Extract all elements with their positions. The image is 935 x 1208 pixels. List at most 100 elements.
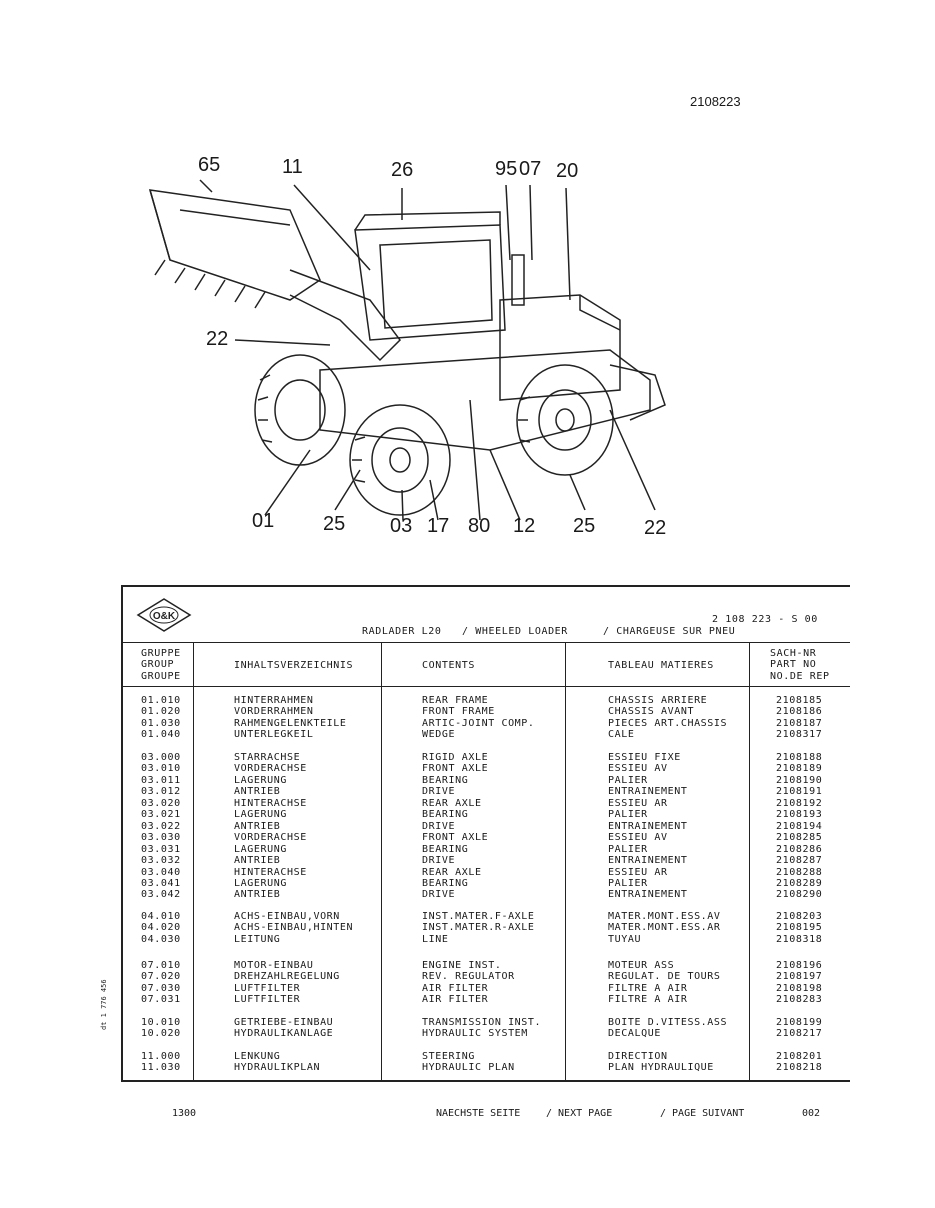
table-rule [123,686,850,687]
description-de: ACHS-EINBAU,VORN [234,911,340,922]
contents-table [121,585,850,1082]
description-de: LAGERUNG [234,809,287,821]
group-code: 03.030 [141,832,181,844]
group-code: 10.020 [141,1028,181,1040]
description-en: REV. REGULATOR [422,971,515,983]
callout-01: 01 [252,510,275,532]
footer-next-page-de[interactable]: NAECHSTE SEITE [436,1108,521,1119]
callout-25-right: 25 [573,515,596,537]
description-en: ENGINE INST. [422,960,502,971]
description-de: UNTERLEGKEIL [234,729,314,741]
description-de: ANTRIEB [234,855,281,867]
description-de: LAGERUNG [234,843,287,855]
description-en: BEARING [422,843,469,855]
description-en: INST.MATER.F-AXLE [422,911,535,922]
description-fr: ESSIEU AV [608,832,668,844]
description-fr: CALE [608,729,635,741]
description-fr: ESSIEU FIXE [608,752,681,763]
part-number: 2108199 [776,1017,823,1028]
description-en: BEARING [422,809,469,821]
footer-next-page-en[interactable]: / NEXT PAGE [546,1108,613,1119]
column-divider [193,642,194,1080]
description-fr: PALIER [608,877,648,889]
part-number: 2108317 [776,729,823,741]
part-number: 2108203 [776,911,823,922]
description-en: HYDRAULIC SYSTEM [422,1028,528,1040]
description-fr: MATER.MONT.ESS.AV [608,911,721,922]
description-de: HYDRAULIKPLAN [234,1062,321,1074]
callout-07: 07 [519,158,542,180]
group-code: 04.010 [141,911,181,922]
description-en: REAR FRAME [422,695,489,706]
group-code: 03.012 [141,786,181,798]
description-fr: ENTRAINEMENT [608,786,688,798]
description-de: STARRACHSE [234,752,301,763]
part-number: 2108192 [776,797,823,809]
document-number: 2108223 [690,94,741,109]
description-fr: DECALQUE [608,1028,661,1040]
group-code: 03.042 [141,889,181,901]
description-de: LEITUNG [234,933,281,945]
group-code: 03.031 [141,843,181,855]
callout-95: 95 [495,158,518,180]
description-en: BEARING [422,774,469,786]
group-code: 01.010 [141,695,181,706]
description-fr: ESSIEU AR [608,797,668,809]
description-de: RAHMENGELENKTEILE [234,717,347,729]
part-number: 2108290 [776,889,823,901]
description-de: ACHS-EINBAU,HINTEN [234,922,354,934]
page-number: 002 [802,1108,821,1119]
part-number: 2108198 [776,982,823,994]
part-number: 2108286 [776,843,823,855]
description-en: DRIVE [422,786,456,798]
description-de: ANTRIEB [234,889,281,901]
logo-text: O&K [153,611,176,622]
description-fr: DIRECTION [608,1051,668,1062]
group-code: 03.020 [141,797,181,809]
description-de: VORDERRAHMEN [234,706,314,718]
part-number: 2108193 [776,809,823,821]
description-de: ANTRIEB [234,820,281,832]
description-fr: CHASSIS ARRIERE [608,695,708,706]
group-code: 07.020 [141,971,181,983]
description-en: REAR AXLE [422,866,482,878]
wheeled-loader-illustration [148,179,666,521]
part-number: 2108189 [776,763,823,775]
description-en: FRONT FRAME [422,706,495,718]
description-de: DREHZAHLREGELUNG [234,971,340,983]
description-fr: PLAN HYDRAULIQUE [608,1062,714,1074]
description-en: STEERING [422,1051,475,1062]
callout-03: 03 [390,515,413,537]
group-code: 07.010 [141,960,181,971]
footer-next-page-fr[interactable]: / PAGE SUIVANT [660,1108,745,1119]
description-fr: ENTRAINEMENT [608,855,688,867]
callout-25-left: 25 [323,513,346,535]
description-de: HINTERACHSE [234,797,307,809]
group-code: 03.032 [141,855,181,867]
description-de: VORDERACHSE [234,763,307,775]
description-de: MOTOR-EINBAU [234,960,314,971]
part-number: 2108190 [776,774,823,786]
ok-logo: O&K [136,598,192,632]
group-code: 03.000 [141,752,181,763]
description-fr: CHASSIS AVANT [608,706,695,718]
description-en: WEDGE [422,729,456,741]
callout-11: 11 [282,156,303,178]
part-number: 2108188 [776,752,823,763]
description-de: HINTERACHSE [234,866,307,878]
description-fr: PALIER [608,774,648,786]
part-number: 2108185 [776,695,823,706]
part-number: 2108288 [776,866,823,878]
group-code: 01.040 [141,729,181,741]
callout-17: 17 [427,515,450,537]
header-de: INHALTSVERZEICHNIS [234,660,354,671]
part-number: 2108217 [776,1028,823,1040]
description-fr: PIECES ART.CHASSIS [608,717,728,729]
description-fr: ESSIEU AV [608,763,668,775]
description-en: RIGID AXLE [422,752,489,763]
group-code: 07.031 [141,994,181,1006]
column-divider [565,642,566,1080]
description-en: INST.MATER.R-AXLE [422,922,535,934]
description-de: HYDRAULIKANLAGE [234,1028,334,1040]
